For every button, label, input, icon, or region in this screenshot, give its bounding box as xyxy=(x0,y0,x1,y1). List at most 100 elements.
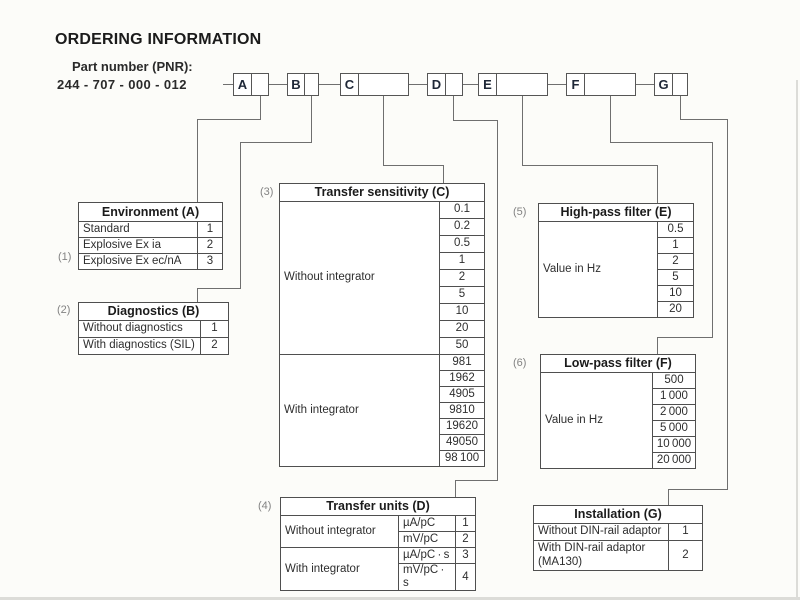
connector-line xyxy=(453,96,454,120)
code-box-f: F xyxy=(566,73,636,96)
value-cell: 0.5 xyxy=(657,221,694,238)
row-label: Standard xyxy=(78,221,198,238)
installation-table: Installation (G)Without DIN-rail adaptor… xyxy=(533,505,703,571)
table-row: Transfer sensitivity (C) xyxy=(278,183,486,202)
table-title: Installation (G) xyxy=(533,505,703,524)
row-label: Value in Hz xyxy=(540,372,653,469)
connector-line xyxy=(727,119,728,489)
value-cell: 20 xyxy=(657,301,694,318)
table-title: Environment (A) xyxy=(77,202,224,222)
value-cell: 2 xyxy=(657,253,694,270)
value-cell: 1 xyxy=(454,515,477,532)
connector-line xyxy=(197,119,261,120)
row-label: With diagnostics (SIL) xyxy=(78,337,201,355)
table-row: 2 000 xyxy=(541,404,696,421)
table-row: Diagnostics (B) xyxy=(78,302,229,321)
page-edge-bottom xyxy=(0,597,800,600)
connector-line xyxy=(197,119,198,202)
value-cell: 19620 xyxy=(438,418,486,435)
value-cell: 500 xyxy=(652,372,696,389)
connector-line xyxy=(522,96,523,165)
connector-line xyxy=(610,96,611,142)
code-letter-c: C xyxy=(341,74,359,95)
value-cell: 10 xyxy=(657,285,694,302)
unit-cell: µA/pC · s xyxy=(398,547,456,564)
row-label: Without diagnostics xyxy=(78,320,201,338)
footnote-1: (1) xyxy=(58,251,72,263)
connector-line xyxy=(455,480,456,497)
value-cell: 1962 xyxy=(438,370,486,387)
value-cell: 1 xyxy=(668,523,703,541)
value-cell: 10 xyxy=(438,303,486,321)
table-title: Low-pass filter (F) xyxy=(540,354,696,373)
value-cell: 0.1 xyxy=(438,201,486,219)
footnote-5: (5) xyxy=(513,206,527,218)
connector-line xyxy=(260,96,261,120)
row-label: With DIN-rail adaptor (MA130) xyxy=(533,540,669,571)
code-box-g: G xyxy=(654,73,688,96)
value-cell: 10 000 xyxy=(652,436,696,453)
connector-line xyxy=(548,84,566,85)
table-title: Transfer sensitivity (C) xyxy=(278,183,486,202)
code-box-e: E xyxy=(478,73,548,96)
connector-line xyxy=(240,142,312,143)
footnote-3: (3) xyxy=(260,186,274,198)
table-row: With diagnostics (SIL)2 xyxy=(78,337,229,355)
value-cell: 1 xyxy=(438,252,486,270)
transfer-sensitivity-table: Transfer sensitivity (C)Without integrat… xyxy=(278,183,486,467)
value-cell: 49050 xyxy=(438,434,486,451)
row-label: Explosive Ex ec/nA xyxy=(78,253,198,270)
footnote-2: (2) xyxy=(57,304,71,316)
connector-line xyxy=(269,84,287,85)
code-value-cell-g xyxy=(673,74,687,95)
row-label: Explosive Ex ia xyxy=(78,237,198,254)
table-row: Installation (G) xyxy=(533,505,703,524)
row-label: With integrator xyxy=(280,546,399,592)
value-cell: 981 xyxy=(438,354,486,371)
table-row: Environment (A) xyxy=(77,202,224,222)
code-box-d: D xyxy=(427,73,463,96)
value-cell: 4 xyxy=(454,562,477,592)
footnote-6: (6) xyxy=(513,357,527,369)
code-letter-a: A xyxy=(234,74,252,95)
table-title: High-pass filter (E) xyxy=(538,203,694,222)
connector-line xyxy=(657,165,658,203)
value-cell: 1 xyxy=(657,237,694,254)
connector-line xyxy=(455,480,498,481)
table-row: Low-pass filter (F) xyxy=(540,354,696,373)
value-cell: 98 100 xyxy=(438,450,486,467)
connector-line xyxy=(522,165,658,166)
code-value-cell-c xyxy=(359,74,408,95)
code-letter-b: B xyxy=(288,74,305,95)
connector-line xyxy=(463,84,478,85)
table-title: Transfer units (D) xyxy=(279,497,477,516)
code-value-cell-d xyxy=(446,74,462,95)
connector-line xyxy=(610,142,713,143)
connector-line xyxy=(680,96,681,119)
value-cell: 1 xyxy=(196,221,224,238)
table-row: 98 100 xyxy=(280,450,486,467)
page-edge-right xyxy=(796,80,798,600)
connector-line xyxy=(409,84,427,85)
table-row: 20 xyxy=(539,301,694,318)
connector-line xyxy=(657,337,713,338)
table-title: Diagnostics (B) xyxy=(78,302,229,321)
code-letter-g: G xyxy=(655,74,673,95)
value-cell: 3 xyxy=(454,547,477,564)
connector-line xyxy=(636,84,654,85)
value-cell: 4905 xyxy=(438,386,486,403)
value-cell: 20 000 xyxy=(652,452,696,469)
connector-line xyxy=(383,165,443,166)
code-letter-d: D xyxy=(428,74,446,95)
table-row: 49050 xyxy=(280,434,486,451)
row-label: With integrator xyxy=(279,354,440,467)
connector-line xyxy=(383,96,384,165)
unit-cell: µA/pC xyxy=(398,515,456,532)
